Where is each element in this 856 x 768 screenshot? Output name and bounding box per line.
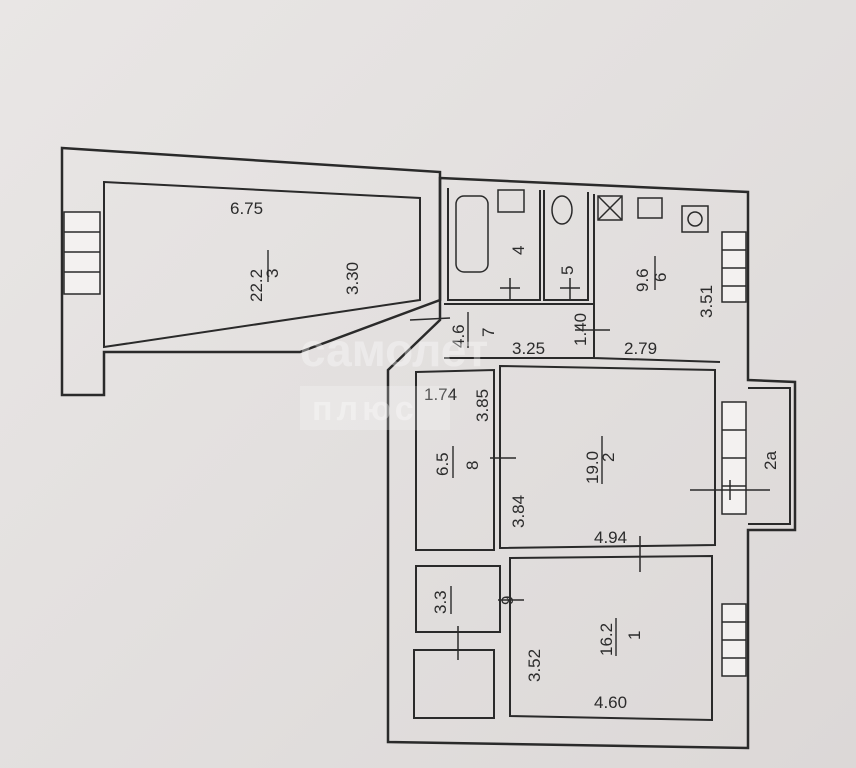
room-2-number: 2 <box>599 453 618 462</box>
room-8-wall <box>415 368 495 551</box>
window-room-3 <box>63 211 101 295</box>
window-room-6 <box>721 231 747 303</box>
room-2-wall <box>499 364 716 550</box>
walls <box>60 146 797 750</box>
room-6-dim-length: 3.51 <box>697 285 716 318</box>
room-5-number: 5 <box>558 266 577 275</box>
kitchen-sink-icon <box>637 197 663 219</box>
room-4-number: 4 <box>509 246 528 255</box>
room-3-dim-width: 6.75 <box>230 199 263 218</box>
wc-wall <box>543 190 589 301</box>
room-7-area: 4.6 <box>449 324 468 348</box>
stove-icon <box>597 195 623 221</box>
room-8-dim-width: 1.74 <box>424 385 457 404</box>
room-7-number: 7 <box>479 328 498 337</box>
room-9-wall <box>415 565 501 633</box>
storage-wall <box>413 649 495 719</box>
room-6-dim-width: 2.79 <box>624 339 657 358</box>
room-3-dim-length: 3.30 <box>343 262 362 295</box>
room-1-dim-length: 3.52 <box>525 649 544 682</box>
room-9-area: 3.3 <box>431 590 450 614</box>
room-9-number: 9 <box>498 596 517 605</box>
watermark: самолет плюс <box>300 324 488 430</box>
room-3-inner-wall <box>103 180 421 349</box>
balcony-number: 2а <box>761 451 780 470</box>
toilet-icon <box>551 195 573 225</box>
room-6-area: 9.6 <box>633 268 652 292</box>
bath-wall <box>447 188 541 301</box>
fixtures <box>455 189 709 273</box>
room-1-number: 1 <box>625 631 644 640</box>
room-labels: 6.75 3.30 3 22.2 4 5 6 9.6 3.51 2.79 7 4… <box>230 199 780 712</box>
room-3-number: 3 <box>263 269 282 278</box>
room-6-number: 6 <box>651 273 670 282</box>
room-8-dim-b: 3.84 <box>509 495 528 528</box>
sink-icon <box>497 189 525 213</box>
room-2-area: 19.0 <box>583 451 602 484</box>
room-2-dim-width: 4.94 <box>594 528 627 547</box>
main-block-outer-wall <box>386 176 797 750</box>
room-8-dim-a: 3.85 <box>473 389 492 422</box>
room-1-wall <box>509 554 713 722</box>
room-3-area: 22.2 <box>247 269 266 302</box>
bathtub-icon <box>455 195 489 273</box>
watermark-line-1: самолет <box>300 324 488 376</box>
hall-wall <box>444 303 595 359</box>
doors <box>409 278 770 660</box>
washer-icon <box>681 205 709 233</box>
room-1-dim-width: 4.60 <box>594 693 627 712</box>
room-7-dim-length: 3.25 <box>512 339 545 358</box>
watermark-line-2: плюс <box>312 390 418 428</box>
room-1-area: 16.2 <box>597 623 616 656</box>
balcony-wall <box>748 387 791 525</box>
room-7-dim-width: 1.40 <box>571 313 590 346</box>
room-8-area: 6.5 <box>433 452 452 476</box>
room-8-number: 8 <box>463 461 482 470</box>
windows <box>63 211 747 677</box>
